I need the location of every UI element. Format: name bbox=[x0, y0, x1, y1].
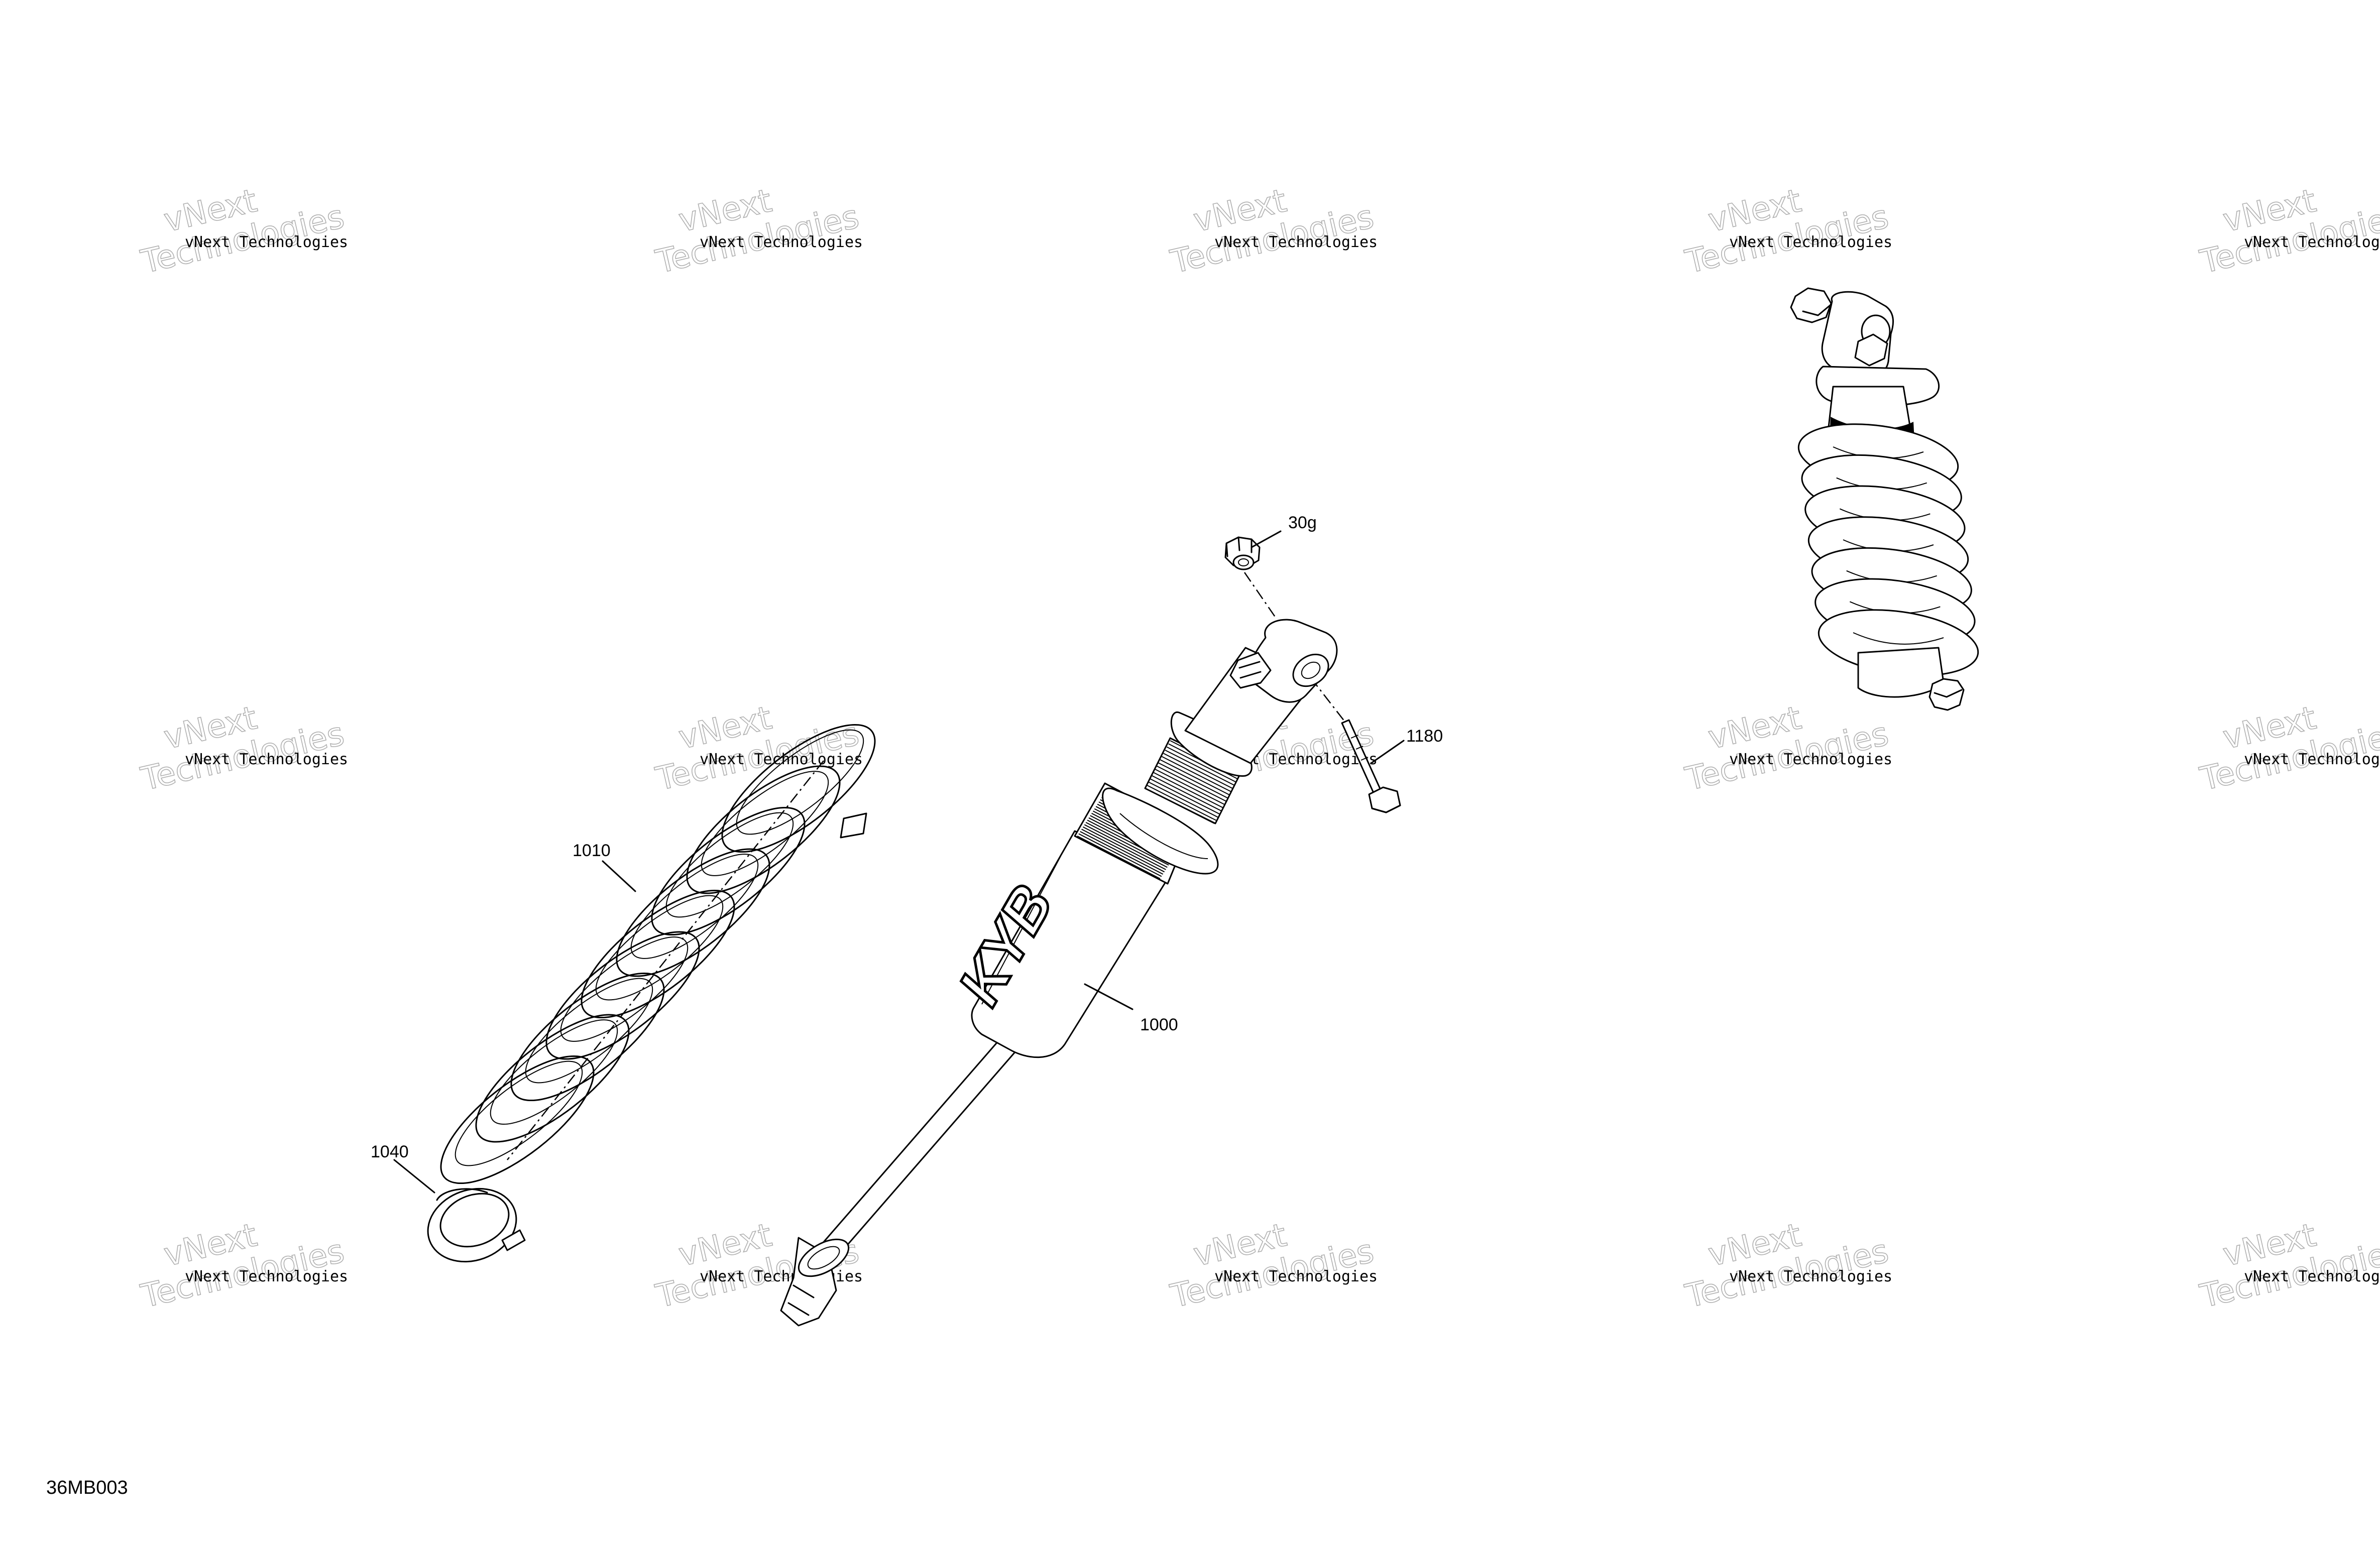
callout-30g: 30g bbox=[1288, 513, 1317, 532]
assembled-shock-view[interactable] bbox=[1790, 287, 1982, 711]
watermark-small: vNext Technologies bbox=[2244, 233, 2380, 251]
bolt-1180[interactable] bbox=[1341, 719, 1401, 813]
leader-1010 bbox=[602, 860, 636, 892]
leader-1180 bbox=[1370, 740, 1405, 764]
watermark-small: vNext Technologies bbox=[1729, 1268, 1892, 1285]
watermark-small: vNext Technologies bbox=[1214, 1268, 1378, 1285]
callout-1000: 1000 bbox=[1140, 1015, 1178, 1034]
watermark-small: vNext Technologies bbox=[2244, 1268, 2380, 1285]
watermark-small: vNext Technologies bbox=[185, 751, 348, 768]
watermark-small: vNext Technologies bbox=[185, 1268, 348, 1285]
watermark-small: vNext Technologies bbox=[1729, 751, 1892, 768]
callout-1010: 1010 bbox=[573, 841, 611, 860]
watermark-small: vNext Technologies bbox=[1729, 233, 1892, 251]
leader-1000 bbox=[1084, 983, 1134, 1010]
assembly-axis-bolt bbox=[1243, 572, 1346, 724]
spring-retainer-1040[interactable] bbox=[417, 1176, 526, 1273]
watermark-small: vNext Technologies bbox=[700, 1268, 863, 1285]
callout-1040: 1040 bbox=[371, 1142, 409, 1161]
watermark-small: vNext Technologies bbox=[700, 233, 863, 251]
callout-1180: 1180 bbox=[1406, 727, 1443, 746]
assembly-axis-spring bbox=[507, 760, 824, 1160]
drawing-reference-code: 36MB003 bbox=[46, 1477, 128, 1498]
leader-1040 bbox=[393, 1159, 435, 1194]
watermark-small: vNext Technologies bbox=[1214, 233, 1378, 251]
watermark-small: vNext Technologies bbox=[700, 751, 863, 768]
coil-spring-1010[interactable] bbox=[422, 703, 893, 1205]
watermark-small: vNext Technologies bbox=[2244, 751, 2380, 768]
leader-30g bbox=[1251, 530, 1282, 548]
watermark-small: vNext Technologies bbox=[185, 233, 348, 251]
nut-30g[interactable] bbox=[1224, 536, 1261, 570]
